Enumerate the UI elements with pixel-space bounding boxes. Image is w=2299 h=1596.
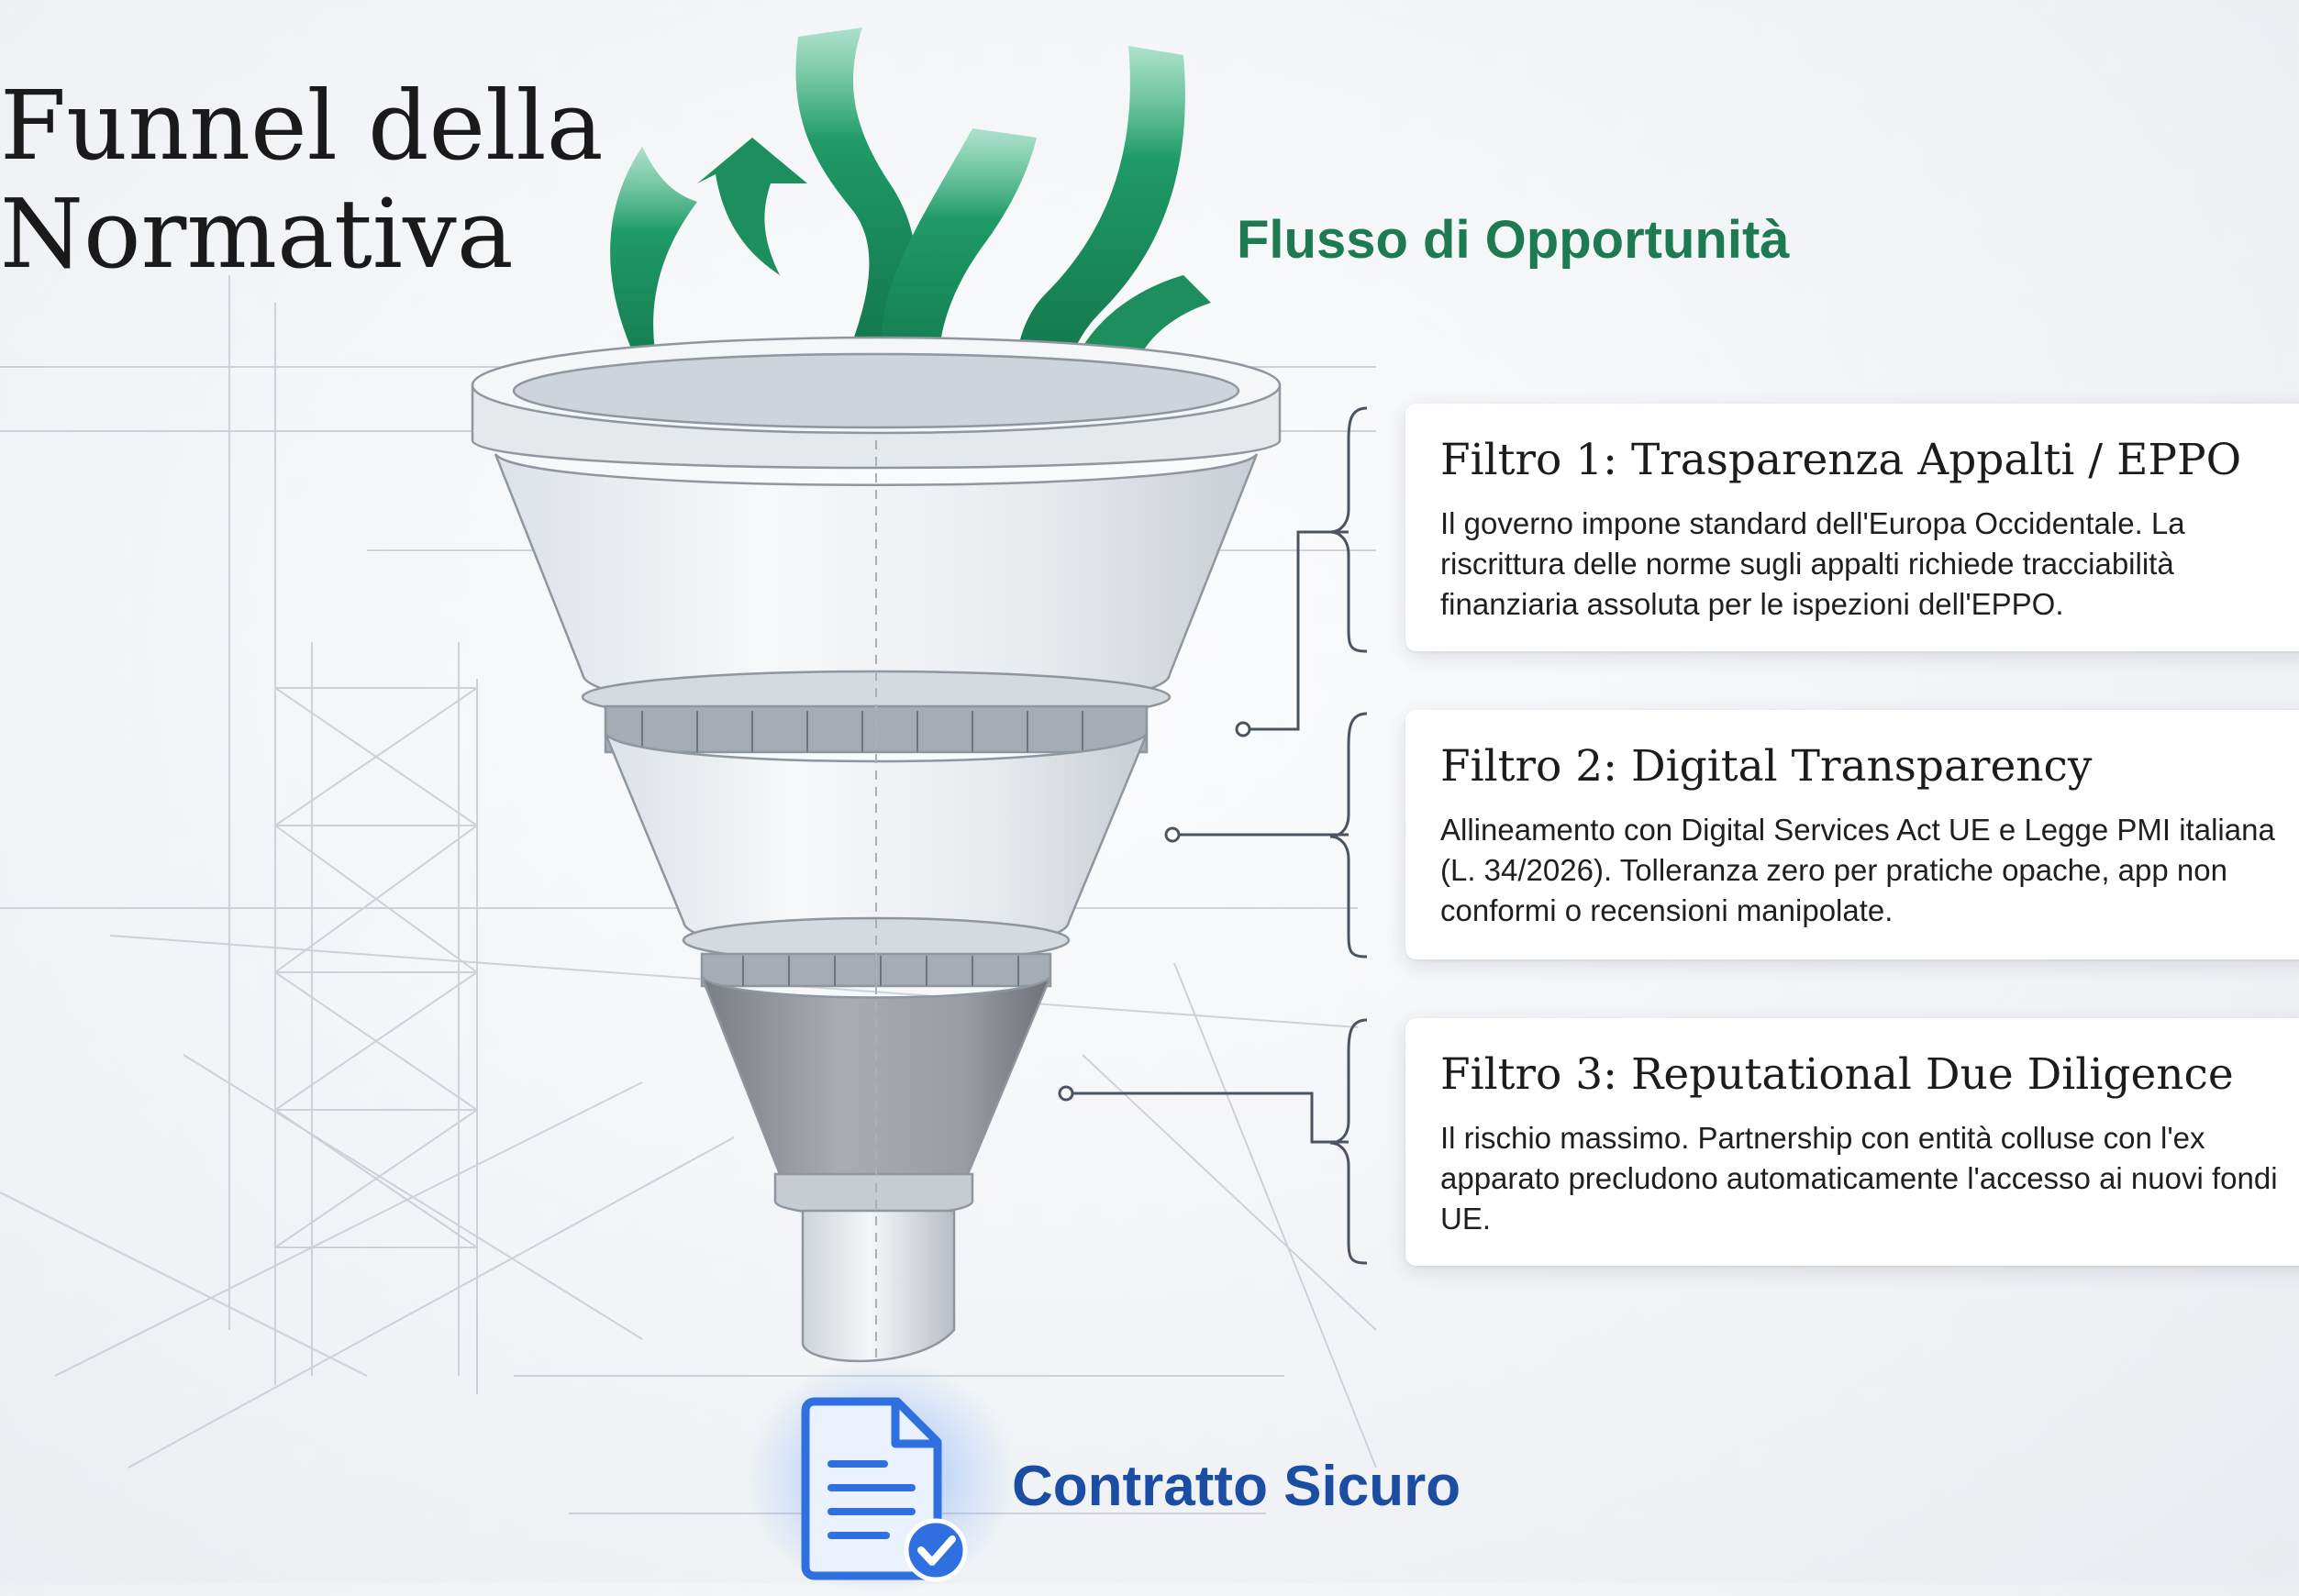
callout-connectors: [1058, 406, 1368, 1265]
flow-label: Flusso di Opportunità: [1237, 210, 1790, 270]
result-label: Contratto Sicuro: [1012, 1455, 1461, 1518]
filter-card-3: Filtro 3: Reputational Due Diligence Il …: [1405, 1018, 2299, 1266]
filter-card-description: Allineamento con Digital Services Act UE…: [1440, 813, 2275, 927]
filter-card-title: Filtro 2: Digital Transparency: [1440, 741, 2093, 792]
filter-card-1: Filtro 1: Trasparenza Appalti / EPPO Il …: [1405, 404, 2299, 651]
funnel-icon: [471, 336, 1282, 1363]
page-title-line-2: Normativa: [0, 178, 514, 290]
filter-card-2: Filtro 2: Digital Transparency Allineame…: [1405, 710, 2299, 959]
page-title: Funnel della Normativa: [0, 72, 604, 288]
filter-card-title: Filtro 3: Reputational Due Diligence: [1440, 1049, 2234, 1100]
filter-card-description: Il rischio massimo. Partnership con enti…: [1440, 1121, 2278, 1236]
document-check-icon: [801, 1397, 968, 1582]
filter-card-description: Il governo impone standard dell'Europa O…: [1440, 506, 2185, 621]
page-title-line-1: Funnel della: [0, 70, 604, 182]
filter-card-title: Filtro 1: Trasparenza Appalti / EPPO: [1440, 435, 2242, 485]
